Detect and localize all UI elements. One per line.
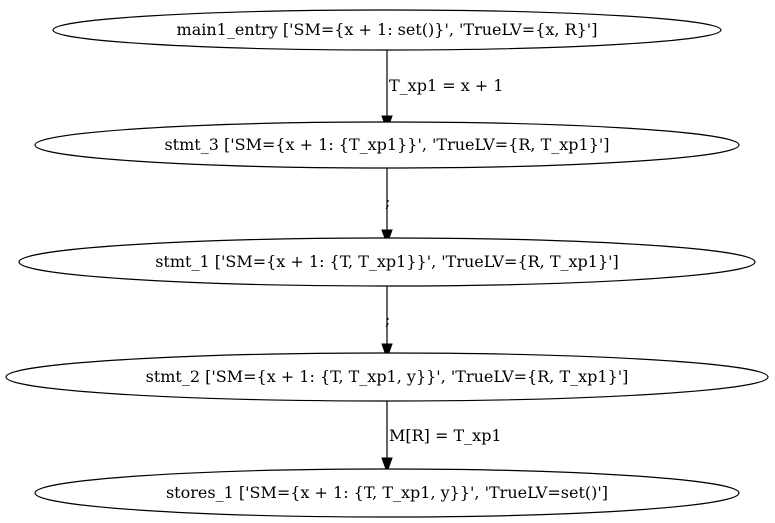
- node-label: stmt_2 ['SM={x + 1: {T, T_xp1, y}}', 'Tr…: [146, 367, 629, 386]
- node-stmt-3: stmt_3 ['SM={x + 1: {T_xp1}}', 'TrueLV={…: [34, 121, 740, 169]
- node-label: stmt_1 ['SM={x + 1: {T, T_xp1}}', 'TrueL…: [155, 252, 619, 271]
- edge-stmt-1-to-stmt-2: ;: [381, 286, 393, 360]
- edge-label: ;: [385, 192, 390, 211]
- node-stmt-1: stmt_1 ['SM={x + 1: {T, T_xp1}}', 'TrueL…: [18, 237, 756, 287]
- edge-main1-entry-to-stmt-3: T_xp1 = x + 1: [381, 50, 503, 132]
- edge-label: T_xp1 = x + 1: [389, 76, 503, 95]
- node-label: stmt_3 ['SM={x + 1: {T_xp1}}', 'TrueLV={…: [164, 135, 609, 154]
- node-label: main1_entry ['SM={x + 1: set()}', 'TrueL…: [177, 20, 598, 39]
- edge-label: ;: [385, 310, 390, 329]
- node-main1-entry: main1_entry ['SM={x + 1: set()}', 'TrueL…: [52, 9, 722, 51]
- node-stores-1: stores_1 ['SM={x + 1: {T, T_xp1, y}}', '…: [34, 468, 740, 518]
- edge-stmt-3-to-stmt-1: ;: [381, 168, 393, 246]
- edge-label: M[R] = T_xp1: [389, 426, 502, 445]
- edge-stmt-2-to-stores-1: M[R] = T_xp1: [381, 401, 502, 474]
- node-stmt-2: stmt_2 ['SM={x + 1: {T, T_xp1, y}}', 'Tr…: [5, 352, 769, 402]
- node-label: stores_1 ['SM={x + 1: {T, T_xp1, y}}', '…: [166, 483, 608, 502]
